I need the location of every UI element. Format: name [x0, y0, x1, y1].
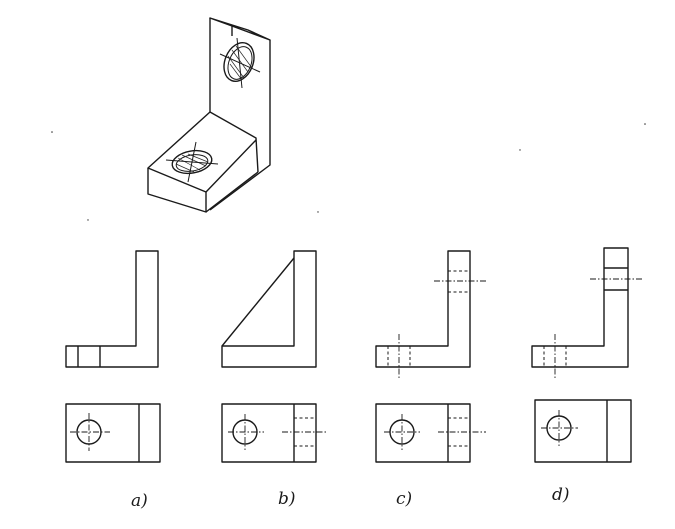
option-b-front-view	[221, 250, 317, 368]
wall-hole	[219, 37, 261, 89]
option-a-front-view	[65, 250, 159, 368]
scan-speckles	[51, 123, 646, 221]
option-b-top-view	[221, 403, 328, 463]
option-d-label: d)	[552, 485, 570, 505]
option-d-front-view	[531, 247, 642, 380]
option-b: b)	[221, 250, 328, 509]
base-hole	[165, 141, 219, 183]
option-a-label: a)	[131, 491, 148, 511]
option-d: d)	[531, 247, 642, 505]
option-c-label: c)	[396, 489, 412, 509]
option-d-top-view	[534, 399, 632, 463]
option-a-top-view	[65, 403, 161, 463]
option-c-front-view	[375, 250, 486, 380]
option-c-top-view	[375, 403, 486, 463]
option-c: c)	[375, 250, 486, 509]
option-b-label: b)	[278, 489, 296, 509]
option-a: a)	[65, 250, 161, 511]
isometric-bracket	[147, 17, 271, 213]
